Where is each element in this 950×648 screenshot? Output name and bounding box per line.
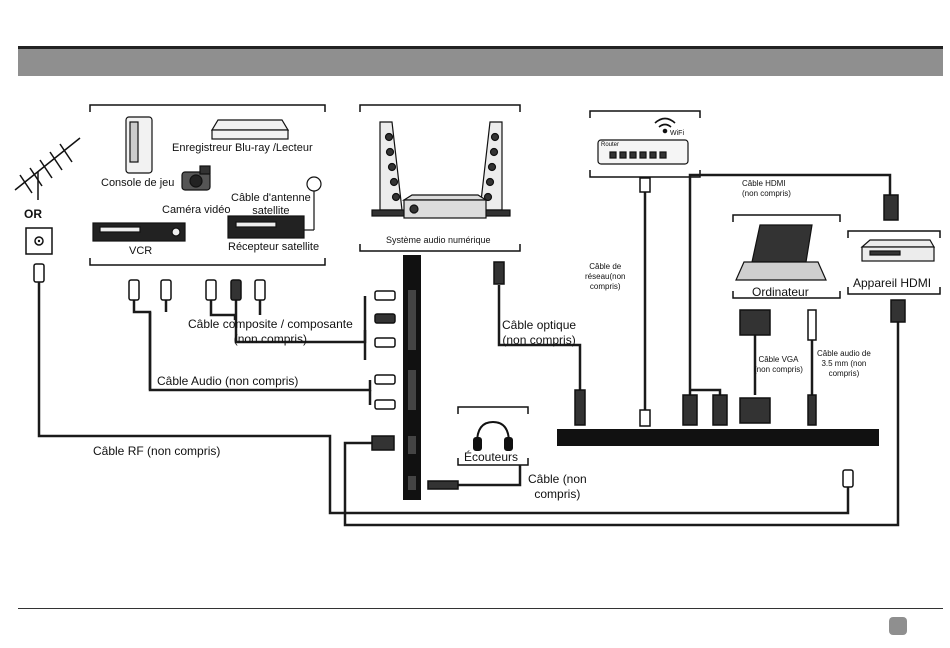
satellite-receiver-icon	[227, 215, 305, 239]
speaker-left-icon	[371, 121, 407, 217]
laptop-icon	[735, 224, 827, 281]
section-header-bar	[18, 46, 943, 76]
bluray-player-icon	[210, 119, 290, 140]
headphones-label: Écouteurs	[464, 450, 519, 464]
headphone-cable-label: Câble (non compris)	[528, 472, 587, 501]
bluray-label: Enregistreur Blu-ray /Lecteur	[172, 142, 313, 154]
wall-outlet-icon	[25, 227, 53, 283]
hdmi-device-label: Appareil HDMI	[853, 276, 932, 290]
router-bracket	[589, 110, 701, 178]
speaker-right-icon	[475, 121, 511, 217]
headphones-icon	[473, 420, 513, 451]
vcr-icon	[92, 222, 186, 242]
page-number-badge	[889, 617, 907, 635]
satellite-dish-icon	[300, 176, 322, 231]
hdmi-cable-label: Câble HDMI (non compris)	[742, 179, 791, 198]
antenna-icon	[14, 137, 81, 200]
vcr-label: VCR	[129, 245, 153, 257]
tv-side-panel	[403, 255, 421, 500]
footer-rule	[18, 608, 943, 609]
hdmi-device-bracket	[847, 230, 941, 295]
wifi-icon	[654, 117, 676, 134]
router-name-label: Router	[601, 142, 620, 148]
headphones-bracket	[457, 406, 529, 466]
router-icon	[597, 139, 689, 165]
rf-cable-label: Câble RF (non compris)	[93, 444, 221, 458]
computer-label: Ordinateur	[752, 285, 809, 299]
tv-bottom-panel	[557, 429, 879, 446]
source-devices-bracket	[89, 104, 326, 266]
optical-cable-label: Câble optique (non compris)	[502, 318, 577, 347]
audio35-cable-label: Câble audio de 3.5 mm (non compris)	[817, 349, 871, 378]
amplifier-icon	[401, 194, 489, 219]
composite-cable-label: Câble composite / composante (non compri…	[188, 317, 353, 346]
sat-receiver-label: Récepteur satellite	[228, 241, 320, 253]
hdmi-device-icon	[860, 239, 936, 262]
game-console-icon	[125, 116, 153, 174]
cable-connectors	[128, 177, 906, 490]
audio-system-label: Système audio numérique	[386, 235, 491, 245]
camcorder-icon	[181, 165, 211, 191]
cable-lines	[37, 173, 900, 527]
audio-system-bracket	[359, 104, 521, 252]
game-console-label: Console de jeu	[101, 177, 175, 189]
or-label: OR	[24, 207, 42, 221]
network-cable-label: Câble de réseau(non compris)	[585, 262, 626, 291]
computer-bracket	[732, 214, 841, 299]
vga-cable-label: Câble VGA (non compris)	[754, 355, 803, 374]
audio-cable-label: Câble Audio (non compris)	[157, 374, 299, 388]
sat-antenna-label: Câble d'antenne satellite	[231, 192, 311, 217]
wifi-label: WiFi	[670, 130, 684, 137]
camcorder-label: Caméra vidéo	[162, 204, 231, 216]
